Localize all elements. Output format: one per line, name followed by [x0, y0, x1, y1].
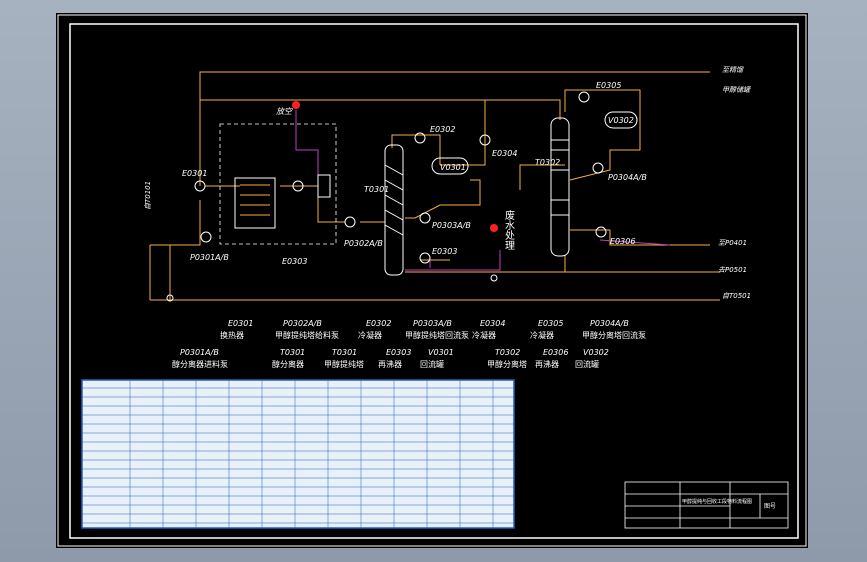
label-e0301: E0301 — [182, 169, 207, 178]
legend-tag: P0303A/B — [413, 319, 452, 328]
legend-tag: V0301 — [428, 348, 454, 357]
label-e0304: E0304 — [492, 149, 517, 158]
label-e0303: E0303 — [432, 247, 457, 256]
legend-tag: V0302 — [583, 348, 609, 357]
label-v0302: V0302 — [608, 116, 634, 125]
inner-frame — [69, 23, 799, 539]
label-out1: 至精馏 — [722, 66, 744, 74]
legend-desc: 醇分离器 — [272, 359, 304, 369]
legend-tag: E0301 — [228, 319, 253, 328]
label-v0301: V0301 — [440, 163, 466, 172]
legend-desc: 再沸器 — [535, 359, 559, 369]
label-t0301: T0301 — [364, 185, 389, 194]
legend-tag: E0304 — [480, 319, 505, 328]
legend-desc: 冷凝器 — [358, 330, 382, 340]
legend-tag: P0302A/B — [283, 319, 322, 328]
vent-point-icon — [292, 101, 300, 109]
legend-desc: 甲醇提纯塔 — [324, 359, 364, 369]
label-p0302: P0302A/B — [344, 239, 383, 248]
process-lines — [149, 71, 720, 301]
label-out4: 自T0501 — [722, 292, 751, 300]
label-e0302: E0302 — [430, 125, 455, 134]
label-t0302: T0302 — [535, 158, 560, 167]
legend-desc: 甲醇分离塔 — [487, 359, 527, 369]
label-in-left: 自T0101 — [144, 181, 152, 210]
outer-frame — [57, 14, 807, 547]
label-vent: 放空 — [276, 107, 293, 116]
legend-tag: P0301A/B — [180, 348, 219, 357]
legend-tag: E0305 — [538, 319, 563, 328]
legend-tag: E0303 — [386, 348, 411, 357]
stream-table — [81, 379, 515, 529]
legend-desc: 醇分离器进料泵 — [172, 359, 228, 369]
waste-point-icon — [490, 224, 498, 232]
label-e0306: E0306 — [610, 237, 635, 246]
legend-desc: 甲醇提纯塔回流泵 — [405, 330, 469, 340]
legend-desc: 换热器 — [220, 330, 244, 340]
legend-tag: E0306 — [543, 348, 568, 357]
label-out1b: 甲醇储罐 — [722, 86, 752, 94]
legend-desc: 甲醇分离塔回流泵 — [582, 330, 646, 340]
label-p0304: P0304A/B — [608, 173, 647, 182]
label-p0301: P0301A/B — [190, 253, 229, 262]
legend-bottom: P0301A/B 醇分离器进料泵 T0301 醇分离器 T0301 甲醇提纯塔 E0303 再… — [172, 348, 609, 369]
sheet-label: 图号 — [764, 503, 776, 510]
legend-tag: P0304A/B — [590, 319, 629, 328]
label-p0303: P0303A/B — [432, 221, 471, 230]
legend-desc: 冷凝器 — [530, 330, 554, 340]
legend-desc: 再沸器 — [378, 359, 402, 369]
legend-desc: 回流罐 — [575, 359, 599, 369]
title-block — [624, 481, 789, 529]
legend-tag: T0301 — [332, 348, 357, 357]
equipment — [166, 91, 638, 302]
legend-tag: T0302 — [495, 348, 520, 357]
label-e0305: E0305 — [596, 81, 621, 90]
package-boundary — [219, 123, 337, 245]
legend-desc: 冷凝器 — [472, 330, 496, 340]
label-out2: 至P0401 — [718, 239, 747, 247]
label-waste: 废水处理 — [503, 209, 515, 250]
legend-desc: 甲醇提纯塔给料泵 — [275, 330, 339, 340]
legend-tag: T0301 — [280, 348, 305, 357]
drawing-name: 甲醇提纯与回收工段物料流程图 — [682, 498, 752, 505]
legend-desc: 回流罐 — [420, 359, 444, 369]
legend-top: E0301 换热器 P0302A/B 甲醇提纯塔给料泵 E0302 冷凝器 P0303A/B… — [220, 319, 646, 340]
label-e0303a: E0303 — [282, 257, 307, 266]
label-out3: 去P0501 — [718, 266, 747, 274]
utility-lines — [295, 110, 671, 271]
legend-tag: E0302 — [366, 319, 391, 328]
